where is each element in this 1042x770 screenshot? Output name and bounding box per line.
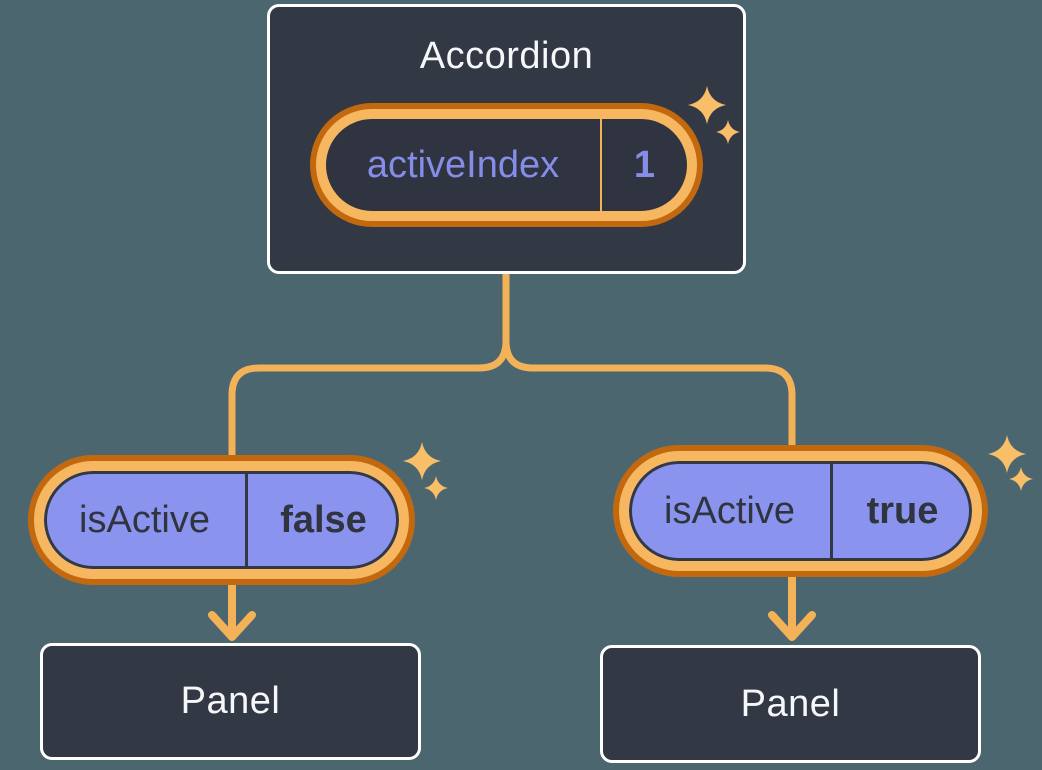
prop-name-left: isActive: [79, 498, 210, 541]
panel-title-left: Panel: [180, 680, 281, 722]
prop-name-right: isActive: [664, 489, 795, 532]
prop-value-right: true: [866, 489, 939, 532]
state-pill: activeIndex 1: [316, 109, 697, 221]
panel-title-right: Panel: [740, 682, 841, 725]
sparkles-icon-right: [988, 435, 1033, 491]
state-name: activeIndex: [366, 143, 560, 186]
prop-pill-left: isActive false: [34, 461, 409, 579]
arrow-down-left-head: [208, 611, 256, 641]
state-pill-divider: [600, 119, 602, 211]
panel-node-right: Panel: [600, 645, 981, 763]
prop-pill-right: isActive true: [619, 451, 982, 571]
prop-value-left: false: [280, 498, 367, 541]
state-value: 1: [633, 143, 656, 186]
prop-pill-right-divider: [830, 461, 833, 561]
accordion-title: Accordion: [419, 35, 594, 77]
sparkles-icon-left: [403, 442, 448, 500]
panel-node-left: Panel: [40, 643, 421, 760]
arrow-down-right-head: [768, 611, 816, 641]
prop-pill-left-divider: [245, 471, 248, 569]
